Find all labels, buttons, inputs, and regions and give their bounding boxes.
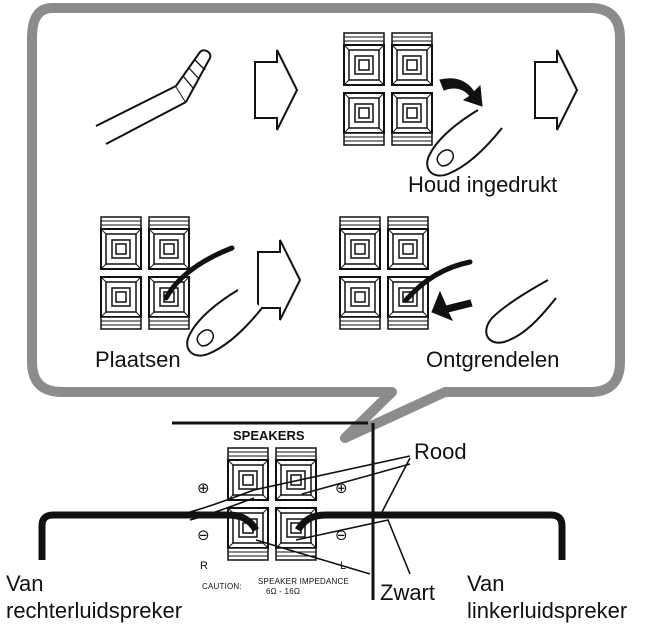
speaker-terminal-block — [228, 448, 316, 560]
impedance-range: 6Ω - 16Ω — [266, 587, 301, 596]
right-channel-label: R — [200, 560, 208, 572]
release-label: Ontgrendelen — [426, 347, 560, 372]
wire-released — [403, 259, 473, 303]
plus-symbol-right: ⊕ — [197, 480, 210, 497]
press-arrow-icon — [439, 78, 483, 107]
release-arrow-icon — [431, 290, 473, 321]
right-speaker-label-line2: rechterluidspreker — [6, 598, 183, 623]
hold-label: Houd ingedrukt — [408, 172, 558, 197]
left-speaker-label-line2: linkerluidspreker — [467, 598, 628, 623]
left-speaker-label-line1: Van — [467, 571, 505, 596]
speaker-cable-left — [294, 511, 566, 560]
speaker-cable-right — [38, 511, 260, 560]
minus-symbol-left: ⊖ — [335, 527, 348, 544]
black-wire-label: Zwart — [380, 580, 435, 605]
wire-inserted — [163, 245, 235, 301]
finger-icon — [485, 279, 557, 344]
red-wire-label: Rood — [414, 439, 467, 464]
caution-label: CAUTION: — [202, 582, 242, 591]
impedance-label: SPEAKER IMPEDANCE — [258, 577, 349, 586]
panel-title: SPEAKERS — [233, 428, 305, 443]
black-wires — [255, 519, 411, 575]
minus-symbol-right: ⊖ — [197, 527, 210, 544]
insert-label: Plaatsen — [95, 347, 181, 372]
left-channel-label: L — [340, 560, 347, 572]
right-speaker-label-line1: Van — [6, 571, 44, 596]
stripped-wire-illustration — [95, 49, 212, 145]
plus-symbol-left: ⊕ — [335, 480, 348, 497]
